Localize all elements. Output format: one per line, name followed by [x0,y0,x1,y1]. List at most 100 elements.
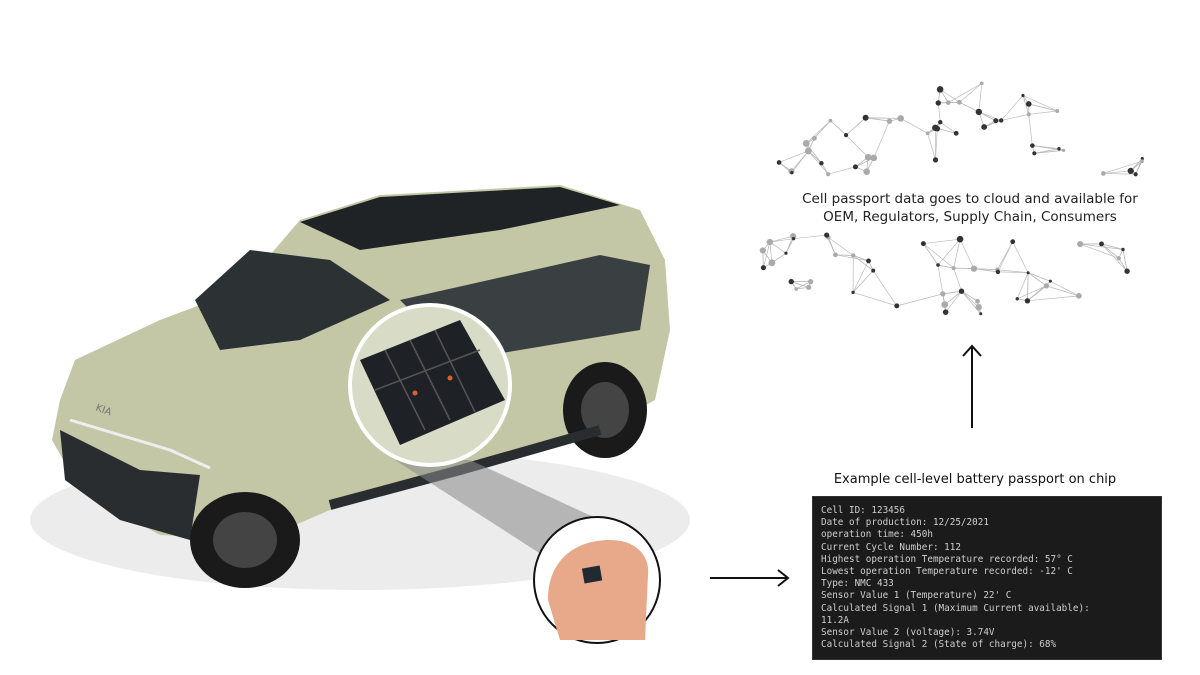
network-link [1016,272,1029,299]
front-bumper [60,430,200,540]
network-link [763,241,771,268]
network-node [975,303,982,311]
network-node [863,168,870,176]
network-node [981,124,988,130]
network-link [945,291,962,313]
network-node [784,251,788,255]
network-node [808,279,814,285]
network-link [769,238,794,243]
network-link [853,255,869,262]
network-node [824,232,830,238]
terminal-line: Sensor Value 2 (voltage): 3.74V [821,627,995,639]
terminal-line: 11.2A [821,614,849,626]
network-node [1010,239,1016,245]
network-link [830,120,847,136]
network-link [791,150,809,173]
network-node [826,172,831,177]
network-node [790,170,794,175]
network-link [791,281,809,288]
network-node [1055,108,1060,113]
network-link [1012,241,1029,273]
network-link [845,134,869,158]
network-link [835,254,869,262]
network-node [1032,151,1037,156]
network-node [975,108,983,116]
network-node [1061,148,1066,152]
network-link [1135,161,1143,175]
network-link [1032,145,1059,150]
network-link [1022,95,1030,115]
network-node [1116,256,1121,261]
network-link [1017,285,1047,300]
network-node [812,135,817,141]
panoramic-roof [300,187,620,250]
network-link [1101,243,1124,250]
network-node [802,140,810,147]
network-link [805,143,822,164]
network-link [997,269,1029,274]
network-node [1140,159,1144,164]
network-node [866,258,871,264]
network-link [978,111,1002,121]
network-link [1028,114,1033,146]
network-link [937,102,941,123]
network-link [1103,160,1143,174]
chip-on-finger-callout [533,516,661,644]
battery-pack-callout [348,303,512,467]
network-node [953,130,959,136]
network-node [788,278,794,285]
network-link [927,133,936,160]
network-link [997,271,1029,274]
network-link [1027,295,1079,302]
network-link [953,268,962,292]
network-link [939,89,960,103]
network-link [1001,113,1029,121]
windshield [195,250,390,350]
network-link [769,235,794,243]
network-link [944,290,962,305]
network-node [1140,156,1144,161]
cloud-caption: Cell passport data goes to cloud and ava… [770,190,1170,226]
arrow-right-icon [710,569,790,587]
network-link [814,120,831,139]
network-node [851,253,856,258]
network-node [1124,268,1130,274]
network-node [975,298,980,304]
network-link [1101,243,1128,272]
network-node [794,287,799,291]
network-link [959,83,983,103]
network-node [897,115,904,122]
network-link [940,121,957,134]
network-link [865,117,901,119]
terminal-line: Date of production: 12/25/2021 [821,517,989,529]
network-link [808,150,829,175]
network-node [828,118,833,123]
network-link [1028,103,1058,112]
network-node [1057,147,1061,151]
network-link [937,264,954,269]
network-link [1050,280,1080,297]
network-link [1103,173,1136,175]
network-link [845,117,866,136]
network-link [835,254,854,256]
network-link [1027,272,1029,301]
network-link [805,120,831,144]
network-node [942,309,949,315]
network-link [959,102,979,113]
network-node [932,157,939,163]
network-node [945,100,951,105]
cloud-caption-line-1: Cell passport data goes to cloud and ava… [802,191,1138,207]
network-link [852,270,874,293]
network-node [862,114,869,121]
network-node [979,312,983,316]
terminal-line: Current Cycle Number: 112 [821,541,961,553]
network-node [760,265,767,271]
network-node [819,161,824,166]
network-link [1122,249,1128,272]
network-node [806,284,812,290]
network-node [1024,298,1031,304]
network-node [843,133,849,138]
network-node [958,288,965,294]
network-node [1127,167,1134,174]
network-node [833,252,838,258]
